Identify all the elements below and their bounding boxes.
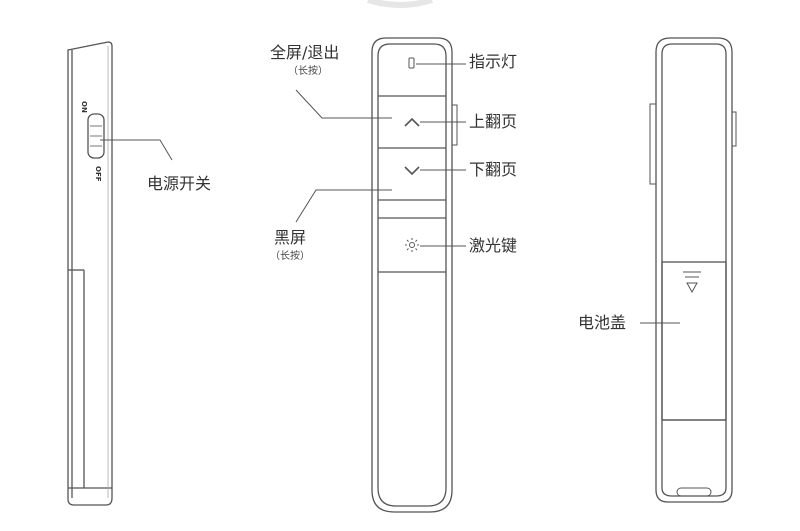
- side-view: [67, 41, 173, 506]
- laser-key-label: 激光键: [469, 236, 518, 255]
- long-press-note-1: （长按）: [288, 66, 328, 77]
- switch-on-label: ON: [80, 101, 88, 113]
- led-icon: [408, 57, 415, 69]
- battery-cover-label: 电池盖: [578, 313, 627, 332]
- indicator-light-label: 指示灯: [469, 52, 518, 71]
- chevron-down-icon: [404, 166, 420, 176]
- fullscreen-exit-label: 全屏/退出: [270, 43, 340, 62]
- page-up-label: 上翻页: [469, 112, 518, 131]
- chevron-up-icon: [404, 117, 420, 127]
- power-switch-label: 电源开关: [147, 174, 212, 193]
- sun-icon: [405, 238, 419, 252]
- top-shadow-shape: [367, 0, 433, 8]
- battery-cover: [661, 261, 727, 421]
- front-view: [295, 37, 466, 513]
- black-screen-label: 黑屏: [274, 228, 307, 247]
- open-arrow-icon: [683, 271, 701, 294]
- page-down-label: 下翻页: [469, 160, 518, 179]
- back-view: [640, 37, 737, 503]
- switch-off-label: OFF: [94, 166, 102, 182]
- power-switch: [87, 113, 105, 159]
- long-press-note-2: （长按）: [270, 251, 310, 262]
